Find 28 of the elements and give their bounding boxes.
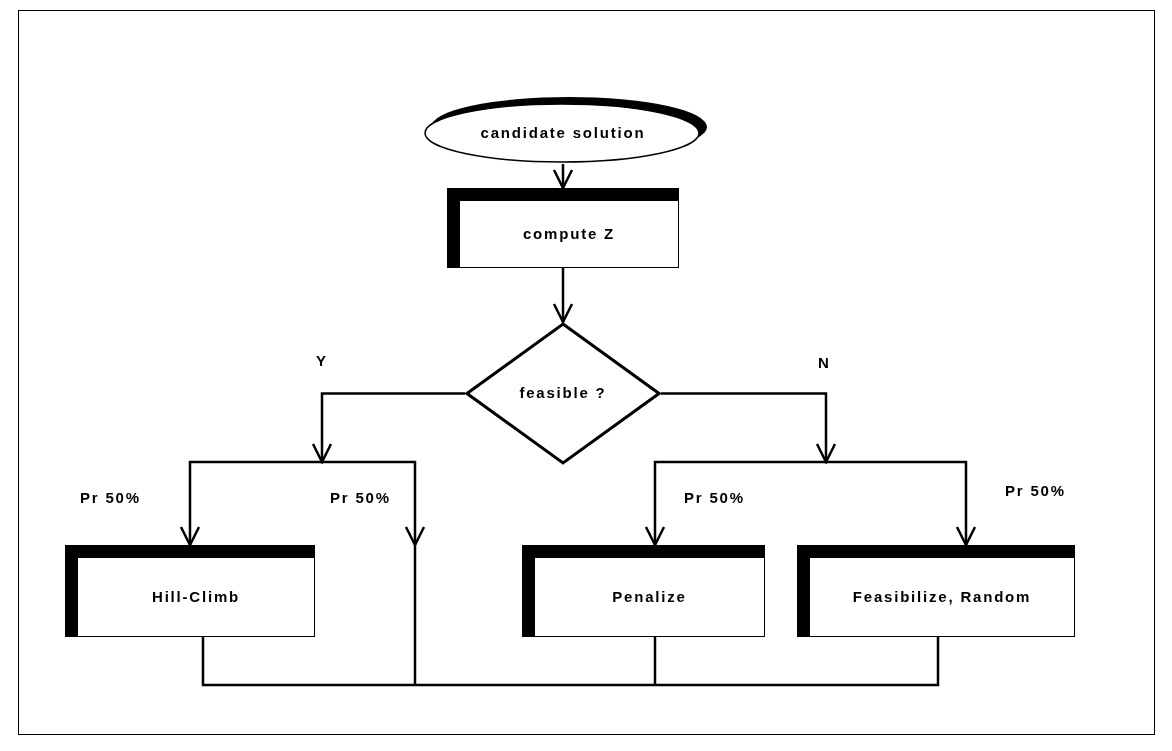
branch-label: Pr 50% <box>684 488 745 508</box>
node-label: candidate solution <box>480 122 646 143</box>
branch-label: Y <box>316 351 328 371</box>
arrow <box>661 392 837 464</box>
connector-line <box>201 637 655 687</box>
process-box <box>447 188 679 268</box>
branch-label: Pr 50% <box>1005 481 1066 501</box>
node-label: Penalize <box>612 586 687 607</box>
connector-line <box>653 637 657 685</box>
process-box <box>797 545 1075 637</box>
arrow <box>322 460 426 547</box>
arrow <box>552 268 574 324</box>
arrow <box>644 460 826 547</box>
process-box <box>65 545 315 637</box>
arrow <box>552 164 574 190</box>
process-box <box>522 545 765 637</box>
node-label: feasible ? <box>519 383 607 404</box>
node-label: Feasibilize, Random <box>852 586 1032 607</box>
connector-line <box>655 637 940 687</box>
node-label: Hill-Climb <box>152 586 240 607</box>
arrow <box>311 392 465 464</box>
arrow <box>179 460 322 547</box>
decision-diamond <box>465 322 661 465</box>
branch-label: Pr 50% <box>80 488 141 508</box>
branch-label: Pr 50% <box>330 488 391 508</box>
branch-label: N <box>818 353 831 373</box>
arrow <box>826 460 977 547</box>
node-label: compute Z <box>522 223 615 244</box>
